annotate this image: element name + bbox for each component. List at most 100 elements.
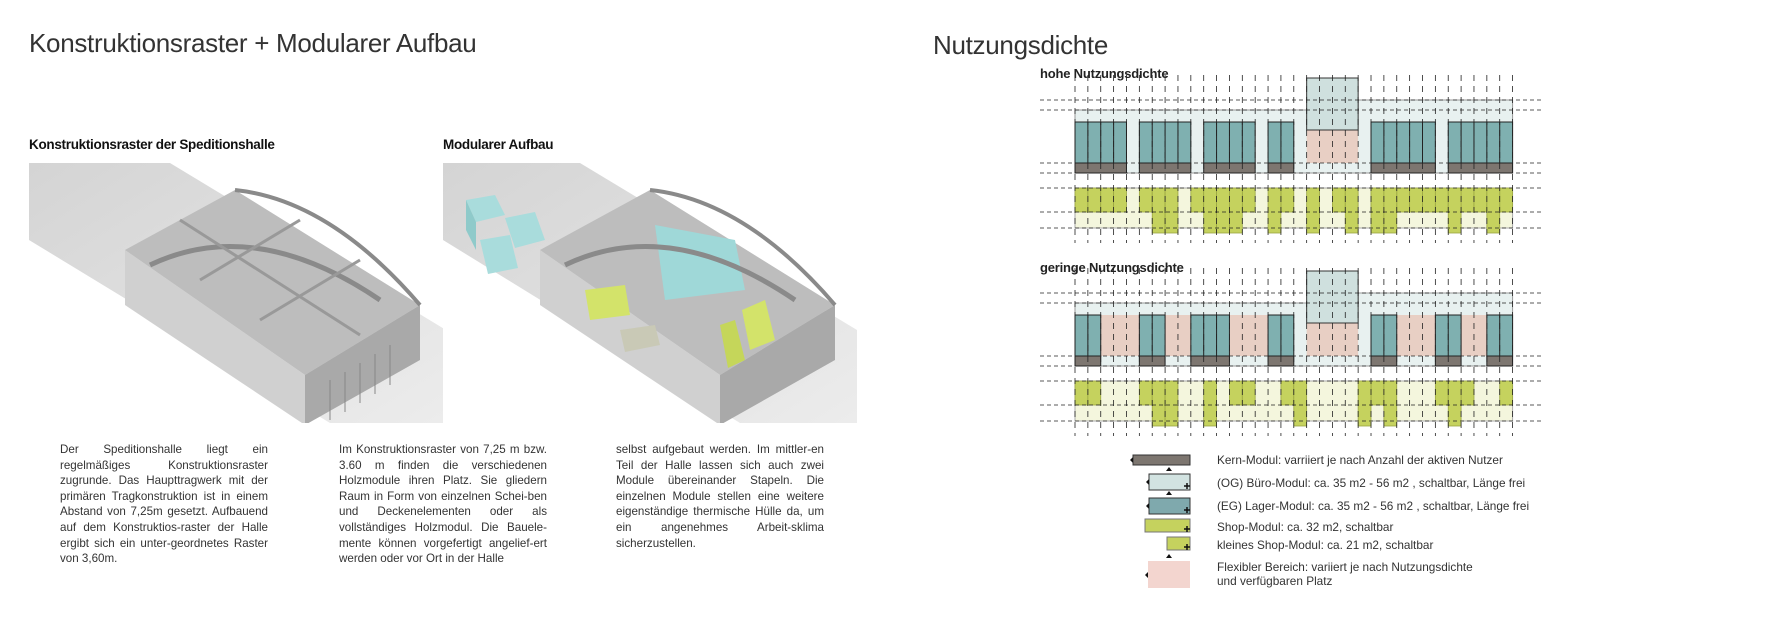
- storage-module: [1138, 121, 1192, 164]
- shop-module-large: [1151, 380, 1166, 427]
- storage-module: [1370, 121, 1436, 164]
- flexible-area-center: [1306, 323, 1359, 356]
- shop-module-large: [1216, 187, 1230, 234]
- section-title-density: Nutzungsdichte: [933, 30, 1109, 60]
- legend-label-flexible-line1: Flexibler Bereich: variiert je nach Nutz…: [1217, 560, 1473, 574]
- core-module: [1190, 355, 1230, 367]
- shop-module: [1473, 187, 1488, 213]
- legend-swatch-core: [1132, 454, 1191, 466]
- core-module: [1447, 162, 1514, 174]
- shop-module-large: [1203, 187, 1217, 234]
- storage-module: [1447, 121, 1514, 164]
- text-column-1: Der Speditionshalle liegt ein regelmäßig…: [60, 443, 268, 566]
- core-module: [1074, 355, 1102, 367]
- shop-band: [1074, 187, 1514, 229]
- core-module: [1203, 162, 1256, 174]
- shop-module: [1190, 187, 1205, 213]
- flexible-area: [1229, 315, 1269, 356]
- legend-arrow-icons: [1130, 457, 1172, 578]
- shop-module-large: [1447, 187, 1462, 234]
- core-module: [1138, 355, 1166, 367]
- legend-label-shop: Shop-Modul: ca. 32 m2, schaltbar: [1217, 520, 1394, 534]
- storage-module: [1074, 314, 1102, 357]
- shop-module: [1074, 187, 1089, 213]
- legend-swatch-office: [1148, 473, 1191, 491]
- shop-module: [1409, 187, 1423, 213]
- shop-module-large: [1447, 380, 1462, 427]
- core-module: [1267, 162, 1295, 174]
- shop-module-large: [1164, 187, 1179, 234]
- shop-module: [1241, 187, 1256, 213]
- text-column-3: selbst aufgebaut werden. Im mittler-en T…: [616, 443, 824, 550]
- office-module-top: [1306, 77, 1359, 131]
- shop-module: [1499, 187, 1513, 213]
- shop-band: [1074, 380, 1514, 422]
- shop-module: [1434, 187, 1449, 213]
- storage-module: [1074, 121, 1127, 164]
- shop-module-large: [1229, 187, 1243, 234]
- legend-plus-icons: [1184, 483, 1190, 550]
- building-outline: [1074, 292, 1514, 367]
- legend-label-flexible: Flexibler Bereich: variiert je nach Nutz…: [1217, 560, 1473, 588]
- core-module: [1138, 162, 1192, 174]
- shop-module: [1396, 187, 1411, 213]
- shop-module-large: [1267, 187, 1282, 234]
- legend-swatch-flexible: [1148, 561, 1190, 588]
- storage-module: [1203, 121, 1256, 164]
- shop-module-large: [1357, 380, 1372, 427]
- shop-module: [1499, 380, 1513, 406]
- legend-label-flexible-line2: und verfügbaren Platz: [1217, 574, 1333, 588]
- shop-module-large: [1203, 380, 1217, 427]
- shop-module: [1280, 380, 1295, 406]
- office-module-top: [1306, 270, 1359, 324]
- shop-module: [1434, 380, 1449, 406]
- storage-module: [1267, 121, 1295, 164]
- shop-module: [1087, 380, 1102, 406]
- shop-module: [1332, 187, 1346, 213]
- storage-module: [1138, 314, 1166, 357]
- legend-swatch-small-shop: [1166, 536, 1191, 551]
- flexible-area: [1461, 315, 1487, 356]
- shop-module-large: [1306, 187, 1320, 234]
- diagram-label-high: hohe Nutzungsdichte: [1040, 66, 1169, 81]
- shop-module: [1280, 187, 1295, 213]
- shop-module: [1113, 187, 1127, 213]
- shop-module: [1100, 187, 1115, 213]
- shop-module: [1087, 187, 1102, 213]
- shop-module: [1229, 380, 1243, 406]
- core-module: [1434, 355, 1462, 367]
- flexible-area-center: [1306, 130, 1359, 163]
- core-module: [1074, 162, 1127, 174]
- shop-module: [1138, 380, 1153, 406]
- core-module: [1486, 355, 1514, 367]
- shop-module-large: [1344, 187, 1359, 234]
- legend-swatch-shop: [1144, 518, 1191, 533]
- core-module: [1370, 355, 1398, 367]
- modular-render: [443, 163, 857, 423]
- legend-label-office: (OG) Büro-Modul: ca. 35 m2 - 56 m2 , sch…: [1217, 476, 1526, 490]
- core-module: [1370, 162, 1436, 174]
- shop-module: [1370, 380, 1385, 406]
- shop-module-large: [1370, 187, 1385, 234]
- storage-module: [1486, 314, 1514, 357]
- shop-module: [1370, 187, 1385, 213]
- flexible-area: [1165, 315, 1191, 356]
- shop-module-large: [1383, 380, 1398, 427]
- core-module: [1267, 355, 1295, 367]
- storage-module: [1434, 314, 1462, 357]
- shop-module-large: [1383, 187, 1398, 234]
- storage-module: [1190, 314, 1230, 357]
- flexible-area: [1396, 315, 1436, 356]
- shop-module: [1460, 187, 1475, 213]
- shop-module: [1138, 187, 1153, 213]
- shop-module-large: [1293, 380, 1308, 427]
- legend-label-core: Kern-Modul: varriiert je nach Anzahl der…: [1217, 453, 1503, 467]
- text-column-2: Im Konstruktionsraster von 7,25 m bzw. 3…: [339, 443, 547, 566]
- shop-module: [1460, 380, 1475, 406]
- shop-module: [1241, 380, 1256, 406]
- section-title-construction: Konstruktionsraster + Modularer Aufbau: [29, 28, 477, 58]
- building-outline: [1074, 99, 1514, 174]
- flexible-area: [1100, 315, 1140, 356]
- subheading-grid: Konstruktionsraster der Speditionshalle: [29, 137, 275, 152]
- shop-module-large: [1151, 187, 1166, 234]
